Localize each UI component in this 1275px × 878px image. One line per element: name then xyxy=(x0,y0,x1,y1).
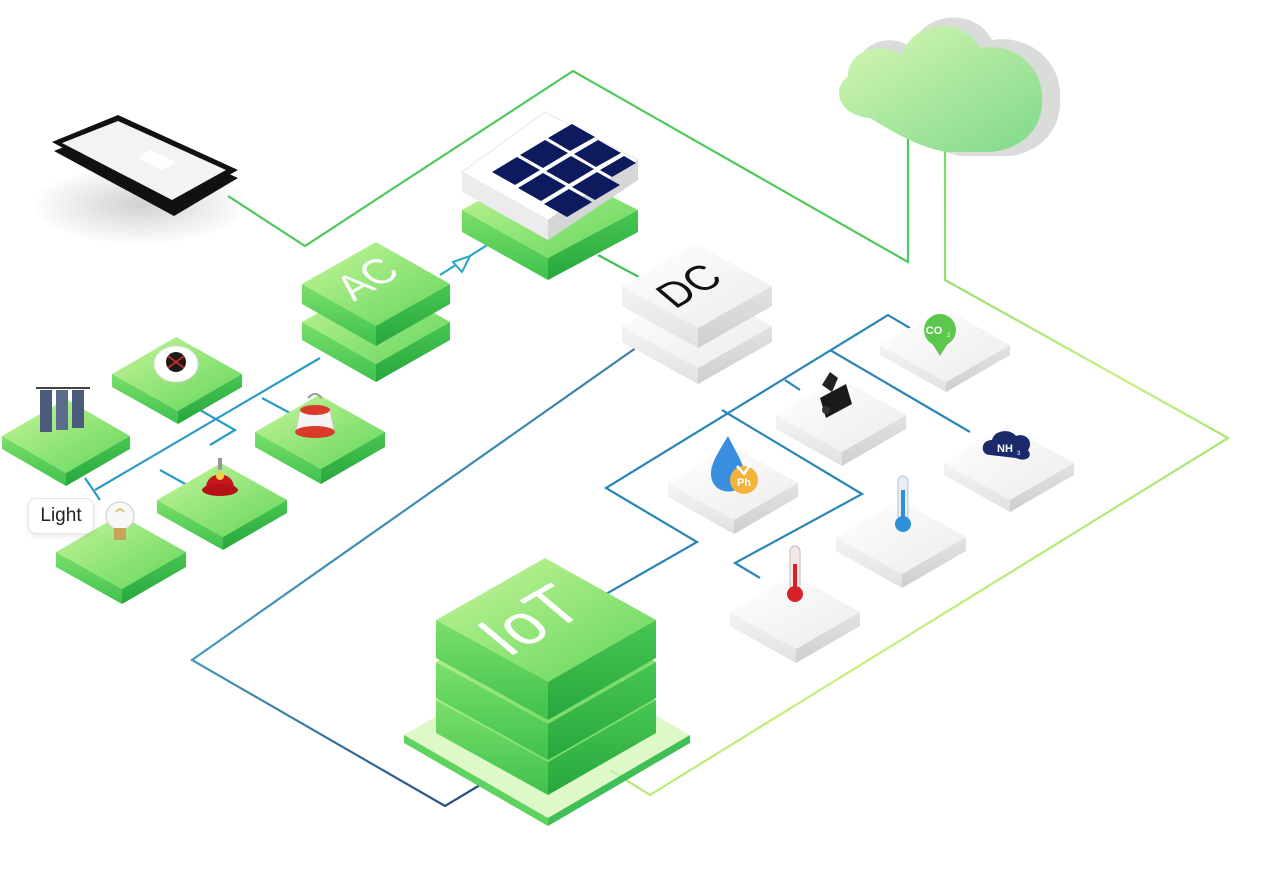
cloud-iot-line xyxy=(609,140,1231,797)
sensor-branch-2 xyxy=(829,349,971,433)
solar-cells xyxy=(492,124,636,217)
feeder-icon xyxy=(295,393,335,438)
svg-text:CO: CO xyxy=(926,325,943,337)
svg-text:2: 2 xyxy=(947,333,951,339)
svg-text:NH: NH xyxy=(997,443,1013,455)
device-tile-fan xyxy=(112,337,242,424)
iot-block: IoT xyxy=(404,558,690,826)
phone-cloud-line xyxy=(227,69,910,264)
light-label: Light xyxy=(28,498,94,534)
smartphone-icon xyxy=(30,115,250,245)
ac-block: AC xyxy=(302,242,450,382)
ac-device-bus xyxy=(94,357,321,491)
sensor-tile-thermo-red xyxy=(730,545,860,663)
curtain-icon xyxy=(36,387,90,432)
sensor-tile-nh3: NH 3 xyxy=(944,426,1074,512)
device-tile-curtain xyxy=(2,387,130,486)
nh3-cloud-icon: NH 3 xyxy=(982,431,1031,460)
light-bulb-icon xyxy=(105,501,135,540)
ac-device-branch-4 xyxy=(84,477,101,501)
ph-drop-icon: Ph xyxy=(710,436,758,494)
dc-block: DC xyxy=(622,244,772,384)
sensor-branch-1 xyxy=(721,409,865,579)
sensor-bus xyxy=(603,313,931,595)
thermometer-red-icon xyxy=(787,545,803,602)
device-tile-feeder xyxy=(255,393,385,484)
camera-icon xyxy=(820,372,852,418)
ac-device-branch-2 xyxy=(261,397,291,414)
svg-text:Ph: Ph xyxy=(737,477,751,489)
cloud-icon xyxy=(839,17,1061,156)
sensor-branch-3 xyxy=(784,379,801,391)
sensor-tile-thermo-blue xyxy=(836,475,966,588)
solar-panel-block xyxy=(461,111,639,280)
sensor-tile-co2: CO 2 xyxy=(880,308,1010,392)
sensor-tile-camera xyxy=(776,372,906,466)
thermometer-blue-icon xyxy=(895,475,911,532)
sensor-tile-ph: Ph xyxy=(668,436,798,534)
co2-icon: CO 2 xyxy=(924,314,956,356)
drinker-icon xyxy=(202,458,238,496)
arrow-head-icon xyxy=(451,254,473,274)
svg-text:3: 3 xyxy=(1017,451,1021,457)
dc-iot-line xyxy=(189,344,641,808)
fan-icon xyxy=(153,345,199,383)
connection-lines xyxy=(84,69,1231,808)
device-tile-drinker xyxy=(157,458,287,550)
